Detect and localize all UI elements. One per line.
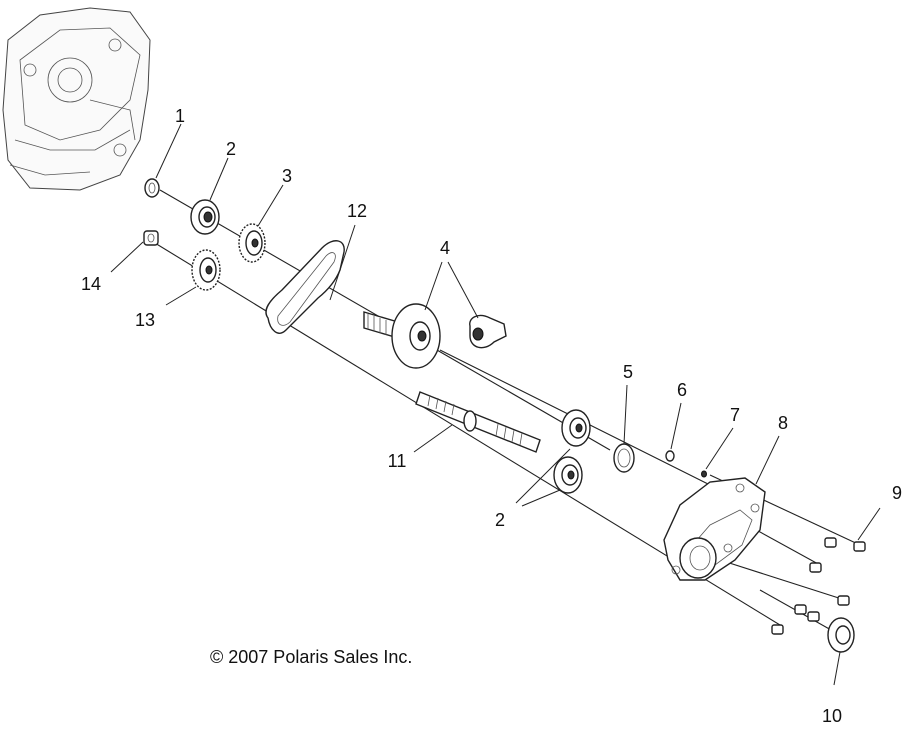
callout-8: 8 [778, 413, 788, 433]
part-11-shaft [415, 391, 541, 453]
callout-14: 14 [81, 274, 101, 294]
part-4-output-shaft-hub [363, 303, 507, 369]
leader-lines [110, 123, 881, 686]
part-5-snap-ring [613, 443, 635, 473]
part-6-plug [665, 450, 675, 462]
part-9-bolts [771, 537, 866, 635]
callout-3: 3 [282, 166, 292, 186]
part-1-ring [144, 178, 160, 198]
part-8-cover [663, 477, 766, 581]
part-2-bearing-middle [561, 409, 591, 447]
callout-12: 12 [347, 201, 367, 221]
callout-10: 10 [822, 706, 842, 725]
part-2-bearing-upper [190, 199, 220, 235]
part-2-bearing-lower [553, 456, 583, 494]
part-10-seal [827, 617, 855, 653]
callout-11: 11 [388, 451, 407, 471]
callout-9: 9 [892, 483, 902, 503]
part-14-spacer [143, 230, 159, 246]
callout-labels: 1 2 3 12 4 14 13 5 6 7 8 9 11 2 10 [81, 106, 902, 726]
part-12-chain [265, 240, 345, 334]
copyright-notice: © 2007 Polaris Sales Inc. [210, 647, 412, 667]
callout-7: 7 [730, 405, 740, 425]
callout-2-lower: 2 [495, 510, 505, 530]
transmission-housing-illustration [2, 7, 151, 191]
callout-6: 6 [677, 380, 687, 400]
callout-13: 13 [135, 310, 155, 330]
callout-4: 4 [440, 238, 450, 258]
part-13-gear [191, 249, 221, 291]
callout-1: 1 [175, 106, 185, 126]
part-3-gear [238, 223, 266, 263]
callout-2-upper: 2 [226, 139, 236, 159]
part-7-pin [701, 470, 707, 478]
callout-5: 5 [623, 362, 633, 382]
